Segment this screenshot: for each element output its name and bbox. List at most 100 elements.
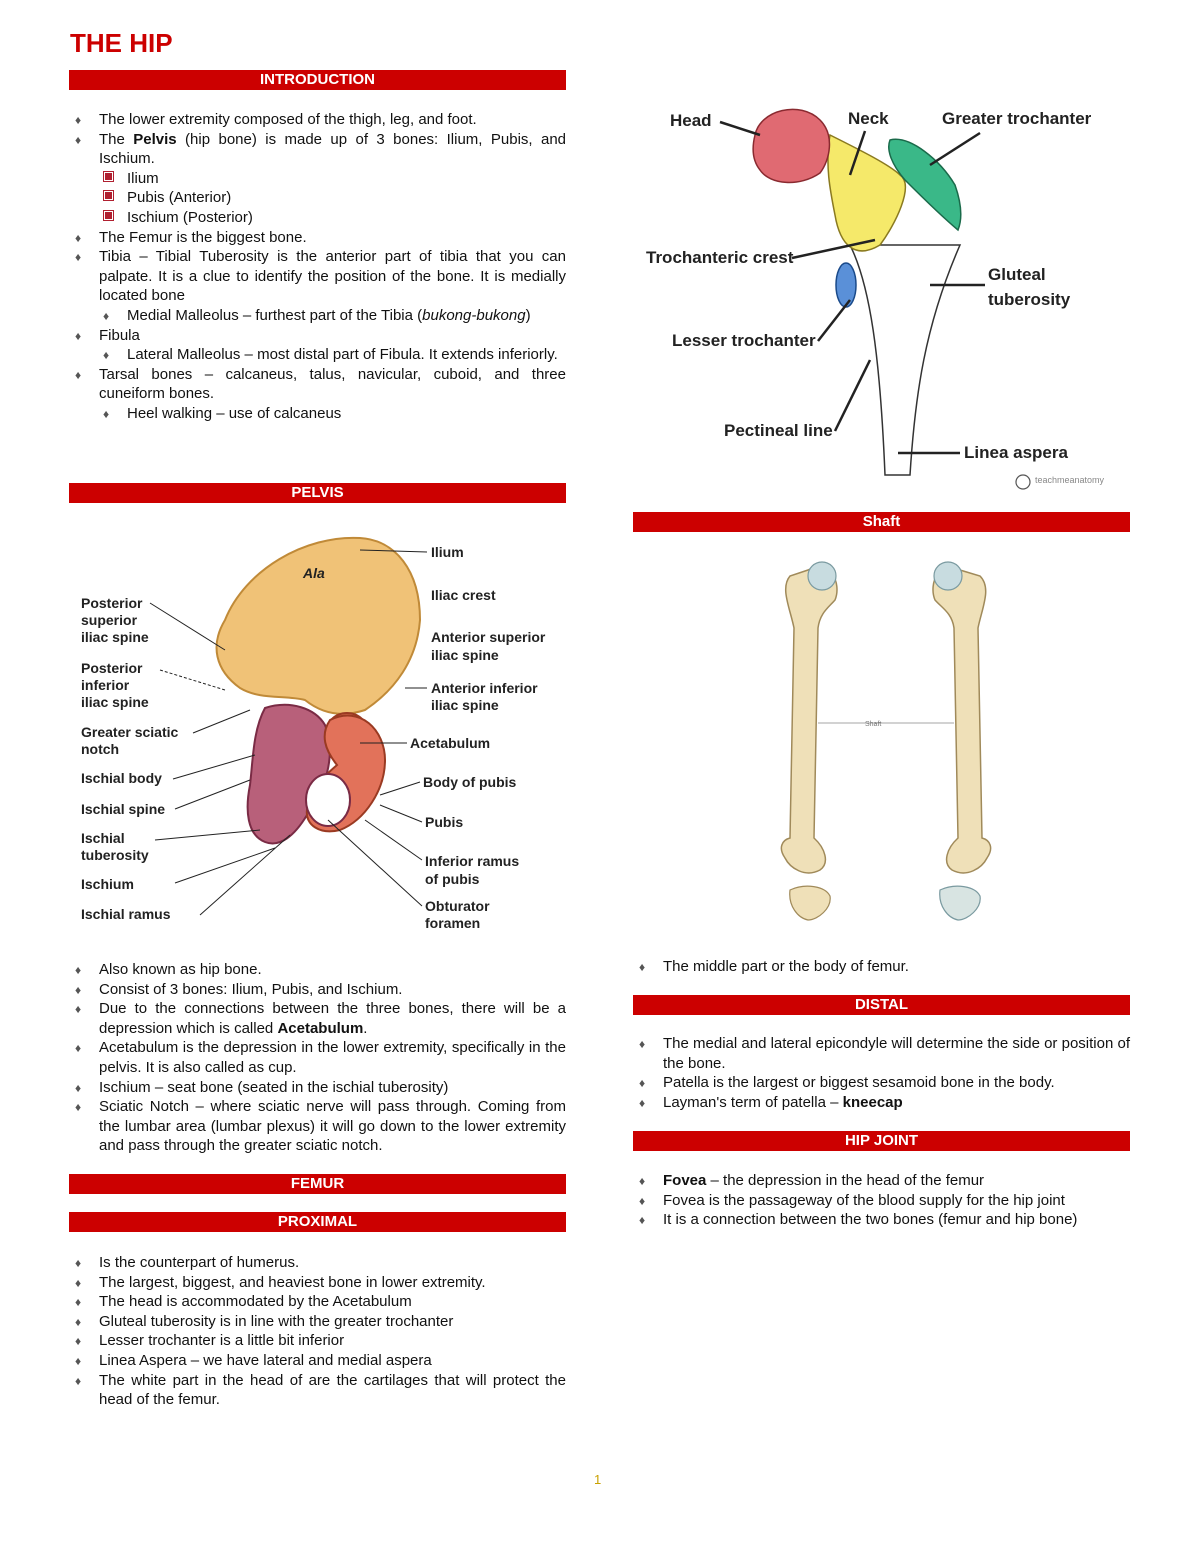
diagram-label: tuberosity (988, 290, 1071, 309)
introduction-list: ♦The lower extremity composed of the thi… (69, 110, 566, 424)
section-header-introduction: INTRODUCTION (69, 70, 566, 90)
list-item: ♦Tarsal bones – calcaneus, talus, navicu… (75, 365, 566, 403)
diagram-label: Body of pubis (423, 774, 517, 790)
bullet-icon: ♦ (75, 132, 82, 147)
checkbox-icon (103, 170, 114, 182)
bullet-icon: ♦ (75, 1295, 82, 1310)
diagram-label: Ischial spine (81, 801, 165, 817)
diagram-label: Inferior ramus (425, 853, 519, 869)
list-item: ♦Layman's term of patella – kneecap (633, 1093, 1130, 1113)
copyright-icon (1015, 474, 1031, 490)
diagram-label: Greater sciatic (81, 724, 178, 740)
bullet-icon: ♦ (639, 1193, 646, 1208)
bullet-icon: ♦ (639, 1037, 646, 1051)
list-item: ♦Acetabulum is the depression in the low… (75, 1039, 566, 1076)
bullet-icon: ♦ (75, 367, 82, 382)
list-item: ♦Also known as hip bone. (69, 960, 566, 980)
pelvis-list: ♦Also known as hip bone. ♦Consist of 3 b… (69, 960, 566, 1156)
list-item: ♦Patella is the largest or biggest sesam… (633, 1073, 1130, 1093)
proximal-femur-diagram: Head Neck Greater trochanter Trochanteri… (646, 108, 1105, 490)
diagram-label: Ischial (81, 830, 125, 846)
diagram-label: Greater trochanter (942, 109, 1092, 128)
diagram-label: Pectineal line (724, 421, 833, 440)
femur-head-shape (933, 561, 963, 591)
bullet-icon: ♦ (75, 1275, 82, 1290)
distal-list: ♦The medial and lateral epicondyle will … (633, 1034, 1130, 1112)
list-item: ♦Heel walking – use of calcaneus (69, 404, 566, 424)
diagram-label: inferior (81, 677, 130, 693)
obturator-foramen-shape (305, 773, 351, 827)
diagram-label: Linea aspera (964, 443, 1068, 462)
femur-head-shape (807, 561, 837, 591)
list-item: Ischium (Posterior) (69, 208, 566, 228)
section-header-hip-joint: HIP JOINT (633, 1131, 1130, 1151)
list-item: ♦Fibula (69, 326, 566, 346)
bullet-icon: ♦ (75, 1002, 82, 1017)
list-item: Pubis (Anterior) (69, 188, 566, 208)
head-shape (752, 108, 831, 184)
femur-shaft-shape (848, 244, 962, 476)
list-item: ♦Fovea – the depression in the head of t… (633, 1171, 1130, 1191)
neck-shape (827, 133, 906, 252)
diagram-label: iliac spine (431, 647, 499, 663)
diagram-label: superior (81, 612, 138, 628)
patella-anterior-shape (789, 885, 831, 921)
diagram-label: Lesser trochanter (672, 331, 816, 350)
diagram-label: notch (81, 741, 119, 757)
bullet-icon: ♦ (639, 1095, 646, 1110)
list-item: ♦Fovea is the passageway of the blood su… (633, 1191, 1130, 1211)
diagram-label: Ischial body (81, 770, 162, 786)
diagram-label: Acetabulum (410, 735, 490, 751)
bullet-icon: ♦ (75, 1041, 82, 1056)
hip-joint-list: ♦Fovea – the depression in the head of t… (633, 1171, 1130, 1230)
section-header-femur: FEMUR (69, 1174, 566, 1194)
page-title: THE HIP (70, 28, 173, 58)
section-header-shaft: Shaft (633, 512, 1130, 532)
list-item: ♦Lesser trochanter is a little bit infer… (69, 1331, 566, 1351)
ala-label: Ala (302, 565, 325, 581)
list-item: ♦The Pelvis (hip bone) is made up of 3 b… (75, 130, 567, 168)
proximal-list: ♦Is the counterpart of humerus. ♦The lar… (69, 1253, 566, 1410)
list-item: ♦The lower extremity composed of the thi… (69, 110, 566, 130)
section-header-distal: DISTAL (633, 995, 1130, 1015)
list-item: ♦The largest, biggest, and heaviest bone… (69, 1273, 566, 1293)
bullet-icon: ♦ (75, 1080, 82, 1095)
list-item: ♦Ischium – seat bone (seated in the isch… (69, 1078, 566, 1098)
list-item: ♦Consist of 3 bones: Ilium, Pubis, and I… (69, 980, 566, 1000)
bullet-icon: ♦ (75, 230, 82, 245)
leader-lines (149, 549, 428, 916)
bullet-icon: ♦ (75, 1100, 82, 1115)
list-item: ♦Lateral Malleolus – most distal part of… (69, 345, 566, 365)
diagram-label: iliac spine (81, 629, 149, 645)
page-number: 1 (594, 1472, 602, 1487)
diagram-label: Gluteal (988, 265, 1046, 284)
list-item: Ilium (69, 169, 566, 189)
list-item: ♦Is the counterpart of humerus. (69, 1253, 566, 1273)
bullet-icon: ♦ (75, 963, 82, 977)
teachmeanatomy-logo: teachmeanatomy (1015, 474, 1105, 490)
diagram-label: Obturator (425, 898, 490, 914)
shaft-label: Shaft (865, 721, 881, 728)
diagram-label: Anterior inferior (431, 680, 538, 696)
diagram-label: iliac spine (431, 697, 499, 713)
list-item: ♦Gluteal tuberosity is in line with the … (69, 1312, 566, 1332)
leader-lines (719, 120, 985, 455)
diagram-label: Ilium (431, 544, 464, 560)
ilium-shape (215, 536, 422, 715)
list-item: ♦The middle part or the body of femur. (633, 957, 1130, 977)
list-item: ♦The head is accommodated by the Acetabu… (69, 1292, 566, 1312)
bullet-icon: ♦ (103, 348, 110, 363)
checkbox-icon (103, 209, 114, 221)
bullet-icon: ♦ (75, 250, 82, 265)
bullet-icon: ♦ (75, 982, 82, 997)
shaft-list: ♦The middle part or the body of femur. (633, 957, 1130, 977)
bullet-icon: ♦ (639, 1076, 646, 1091)
greater-trochanter-shape (888, 138, 962, 232)
list-item: ♦Linea Aspera – we have lateral and medi… (69, 1351, 566, 1371)
femur-anterior-shape (780, 566, 838, 874)
section-header-pelvis: PELVIS (69, 483, 566, 503)
bullet-icon: ♦ (639, 960, 646, 974)
diagram-label: iliac spine (81, 694, 149, 710)
list-item: ♦The white part in the head of are the c… (75, 1371, 566, 1409)
diagram-label: Pubis (425, 814, 463, 830)
